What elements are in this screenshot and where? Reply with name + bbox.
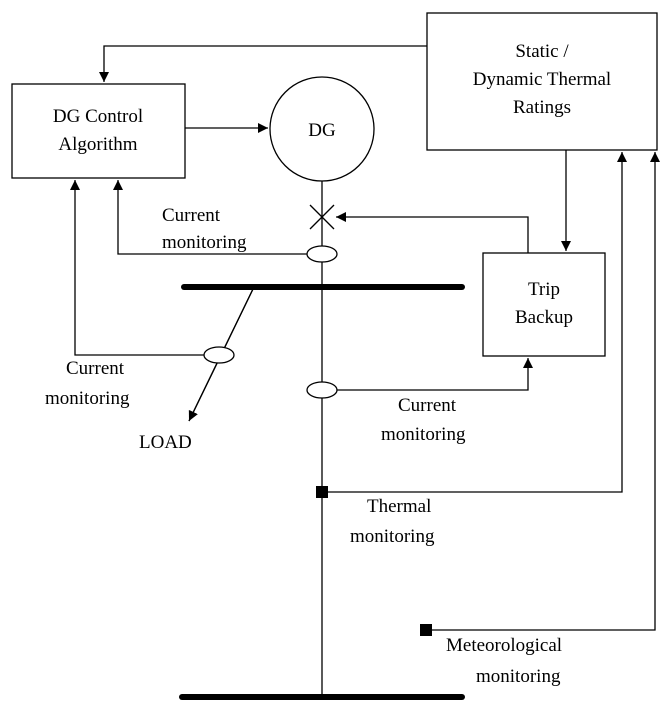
trip-backup-label-line2: Backup	[515, 307, 573, 328]
thermal-to-ratings-arrow	[328, 152, 627, 493]
ratings-label-line3: Ratings	[513, 97, 571, 118]
thermal-monitoring-line2: monitoring	[350, 526, 435, 547]
thermal-monitoring-line1: Thermal	[367, 496, 431, 517]
trip-to-breaker-arrow	[336, 212, 529, 253]
load-label: LOAD	[139, 432, 192, 453]
current-monitoring-left-line2: monitoring	[45, 388, 130, 409]
circuit-breaker-icon	[309, 204, 335, 230]
trip-backup-label-line1: Trip	[528, 279, 560, 300]
meteorological-to-ratings-arrow	[432, 152, 660, 631]
current-lower-to-trip-arrow	[337, 358, 533, 391]
dg-control-label-line1: DG Control	[53, 106, 143, 127]
current-monitoring-top-line2: monitoring	[162, 232, 247, 253]
ratings-label-line1: Static /	[515, 41, 569, 62]
meteorological-monitoring-line1: Meteorological	[446, 635, 562, 656]
current-transformer-lower-icon	[306, 381, 338, 399]
current-load-to-control-arrow	[70, 180, 204, 356]
current-transformer-load-icon	[203, 346, 235, 364]
meteorological-sensor-icon	[420, 624, 432, 636]
current-monitoring-top-line1: Current	[162, 205, 221, 226]
dg-label: DG	[308, 120, 336, 141]
current-monitoring-right-line2: monitoring	[381, 424, 466, 445]
current-monitoring-right-line1: Current	[398, 395, 457, 416]
thermal-sensor-icon	[316, 486, 328, 498]
ratings-label-line2: Dynamic Thermal	[473, 69, 611, 90]
meteorological-monitoring-line2: monitoring	[476, 666, 561, 687]
dg-control-label-line2: Algorithm	[58, 134, 137, 155]
thermal-ratings-box	[426, 12, 658, 151]
current-top-to-control-arrow	[113, 180, 307, 255]
ratings-to-control-arrow	[99, 45, 427, 82]
trip-backup-box	[482, 252, 606, 357]
current-transformer-top-icon	[306, 245, 338, 263]
current-monitoring-left-line1: Current	[66, 358, 125, 379]
dg-control-algorithm-box	[11, 83, 186, 179]
